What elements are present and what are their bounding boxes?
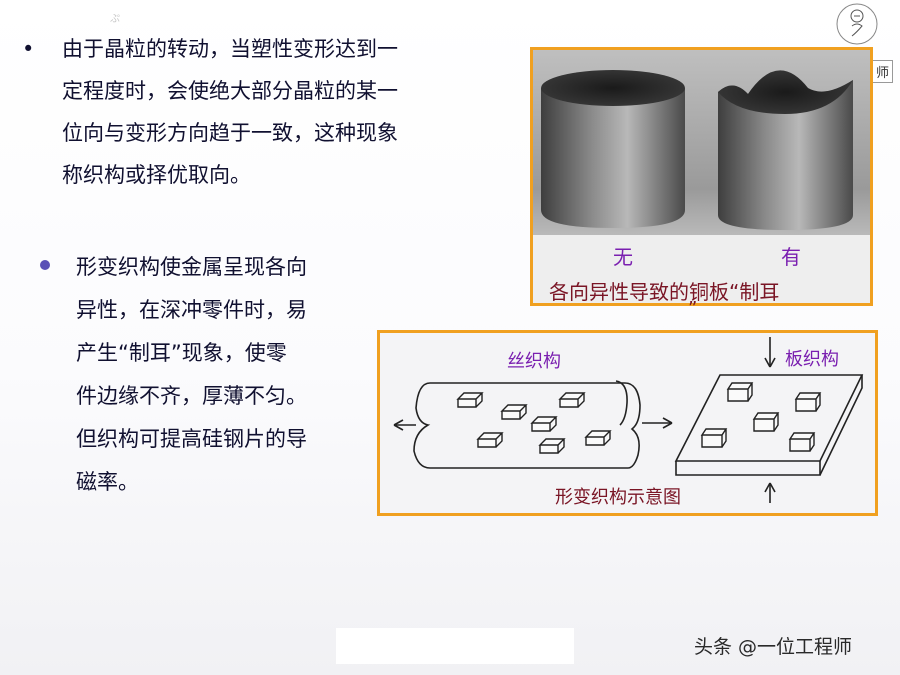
paragraph-line: 位向与变形方向趋于一致，这种现象 xyxy=(62,121,398,145)
texture-diagram xyxy=(393,337,864,503)
wire-texture-label: 丝织构 xyxy=(507,351,561,372)
bullet-marker: • xyxy=(22,37,35,61)
blank-box xyxy=(336,628,574,664)
figure-icon xyxy=(832,2,882,54)
paragraph-texture: • 由于晶粒的转动，当塑性变形达到一 定程度时，会使绝大部分晶粒的某一 位向与变… xyxy=(22,28,482,196)
photo-caption: 各向异性导致的铜板“制耳 xyxy=(549,280,780,304)
label-with-earing: 有 xyxy=(781,245,801,269)
earing-photo-panel: 无 有 各向异性导致的铜板“制耳 xyxy=(530,47,873,306)
paragraph-line: 由于晶粒的转动，当塑性变形达到一 xyxy=(62,37,398,61)
paragraph-line: 异性，在深冲零件时，易 xyxy=(76,298,307,322)
paragraph-line: 形变织构使金属呈现各向 xyxy=(76,255,307,279)
sheet-texture-label: 板织构 xyxy=(785,349,839,370)
paragraph-line: 产生“制耳”现象，使零 xyxy=(76,341,287,365)
decorative-mark: ぷ xyxy=(110,14,120,25)
paragraph-line: 但织构可提高硅钢片的导 xyxy=(76,427,307,451)
texture-diagram-panel: 丝织构 板织构 形变织构示意图 xyxy=(377,330,878,516)
photo-caption-tail: ” xyxy=(688,298,698,319)
paragraph-anisotropy: 形变织构使金属呈现各向 异性，在深冲零件时，易 产生“制耳”现象，使零 件边缘不… xyxy=(40,246,370,504)
bullet-dot xyxy=(40,260,50,270)
diagram-caption: 形变织构示意图 xyxy=(555,487,681,508)
label-without-earing: 无 xyxy=(613,245,633,269)
paragraph-line: 称织构或择优取向。 xyxy=(62,163,251,187)
paragraph-line: 磁率。 xyxy=(76,470,139,494)
paragraph-line: 件边缘不齐，厚薄不匀。 xyxy=(76,384,307,408)
paragraph-line: 定程度时，会使绝大部分晶粒的某一 xyxy=(62,79,398,103)
cups-photo xyxy=(533,50,870,303)
watermark: 头条 @一位工程师 xyxy=(694,636,853,658)
corner-tag: 师 xyxy=(872,60,894,83)
